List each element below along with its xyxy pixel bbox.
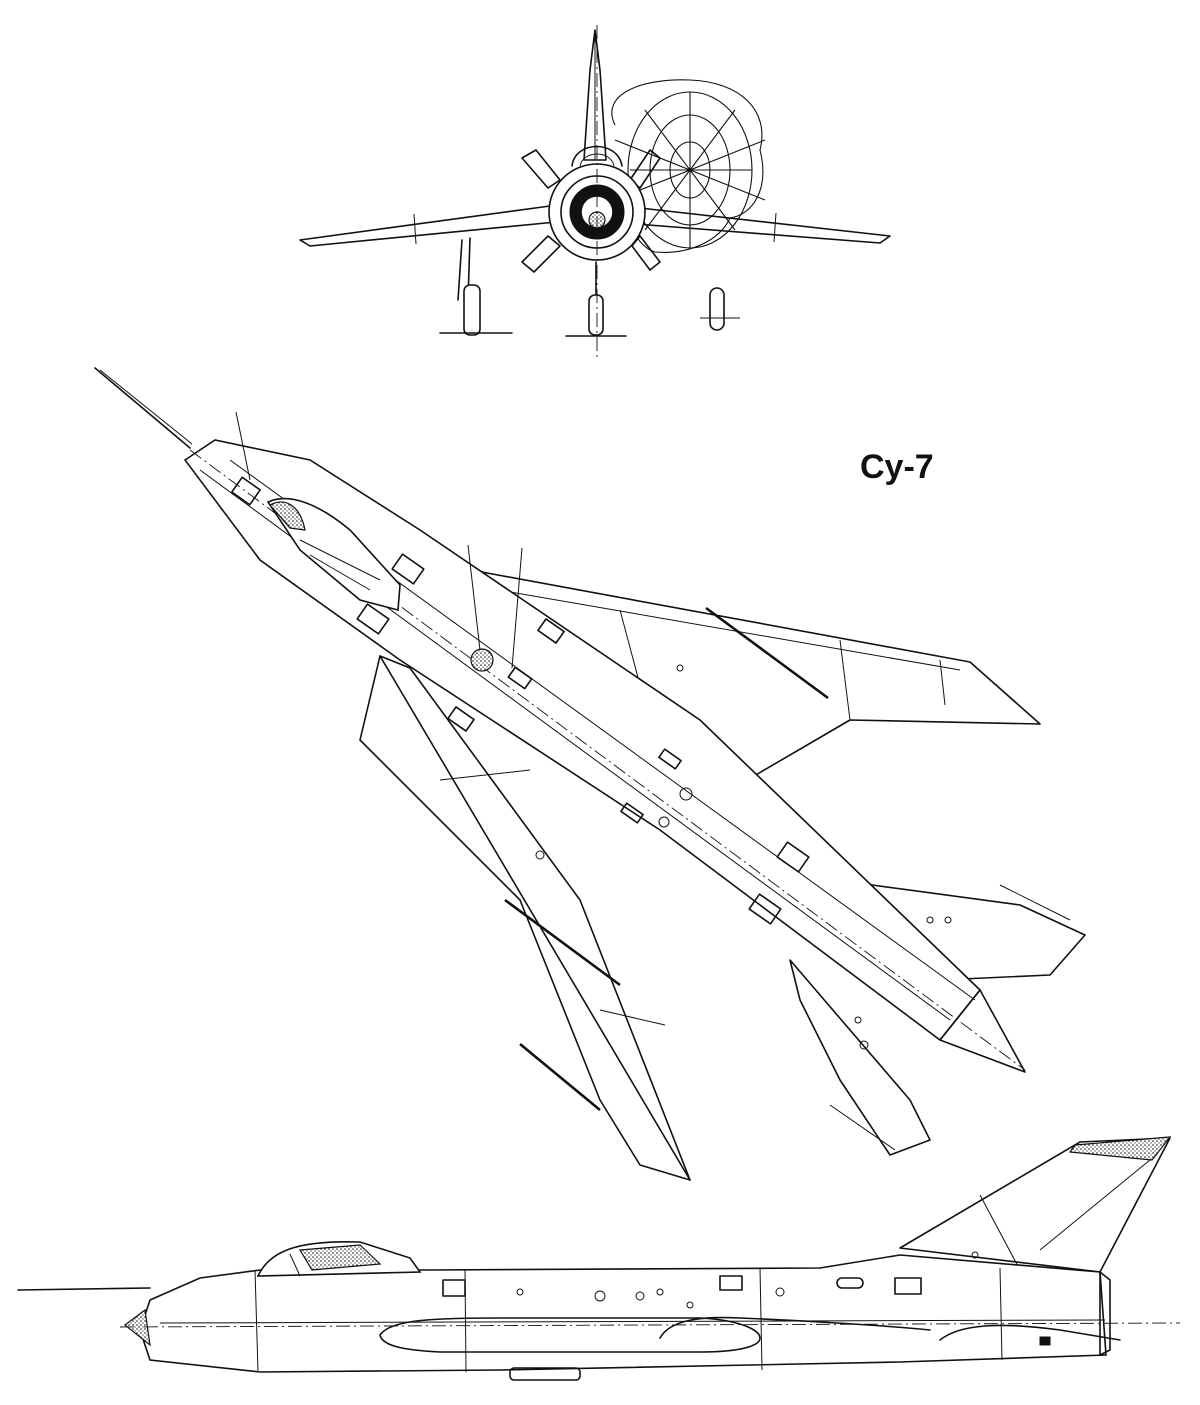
wing-missile-rail	[519, 1042, 601, 1112]
plan-antenna	[470, 648, 494, 672]
front-fin	[583, 29, 607, 161]
wing-fence	[705, 606, 829, 700]
front-left-stab	[521, 149, 561, 189]
side-fin	[899, 1137, 1171, 1273]
aircraft-title: Су-7	[860, 448, 934, 486]
side-wing-root	[659, 1316, 931, 1339]
front-right-wing	[635, 207, 891, 244]
plan-left-tailplane	[789, 959, 931, 1156]
front-view	[299, 25, 891, 360]
wing-fence-left	[504, 898, 621, 987]
pitot-boom	[94, 367, 191, 449]
front-landing-gear	[439, 237, 740, 337]
side-fuel-tank	[379, 1317, 761, 1353]
top-view	[94, 367, 1086, 1181]
side-ventral-pod	[509, 1367, 581, 1381]
side-pitot	[17, 1287, 151, 1291]
drag-parachute	[611, 79, 766, 253]
front-left-wing	[299, 205, 557, 247]
side-nose-cone	[124, 1308, 151, 1347]
side-view	[17, 1136, 1181, 1381]
